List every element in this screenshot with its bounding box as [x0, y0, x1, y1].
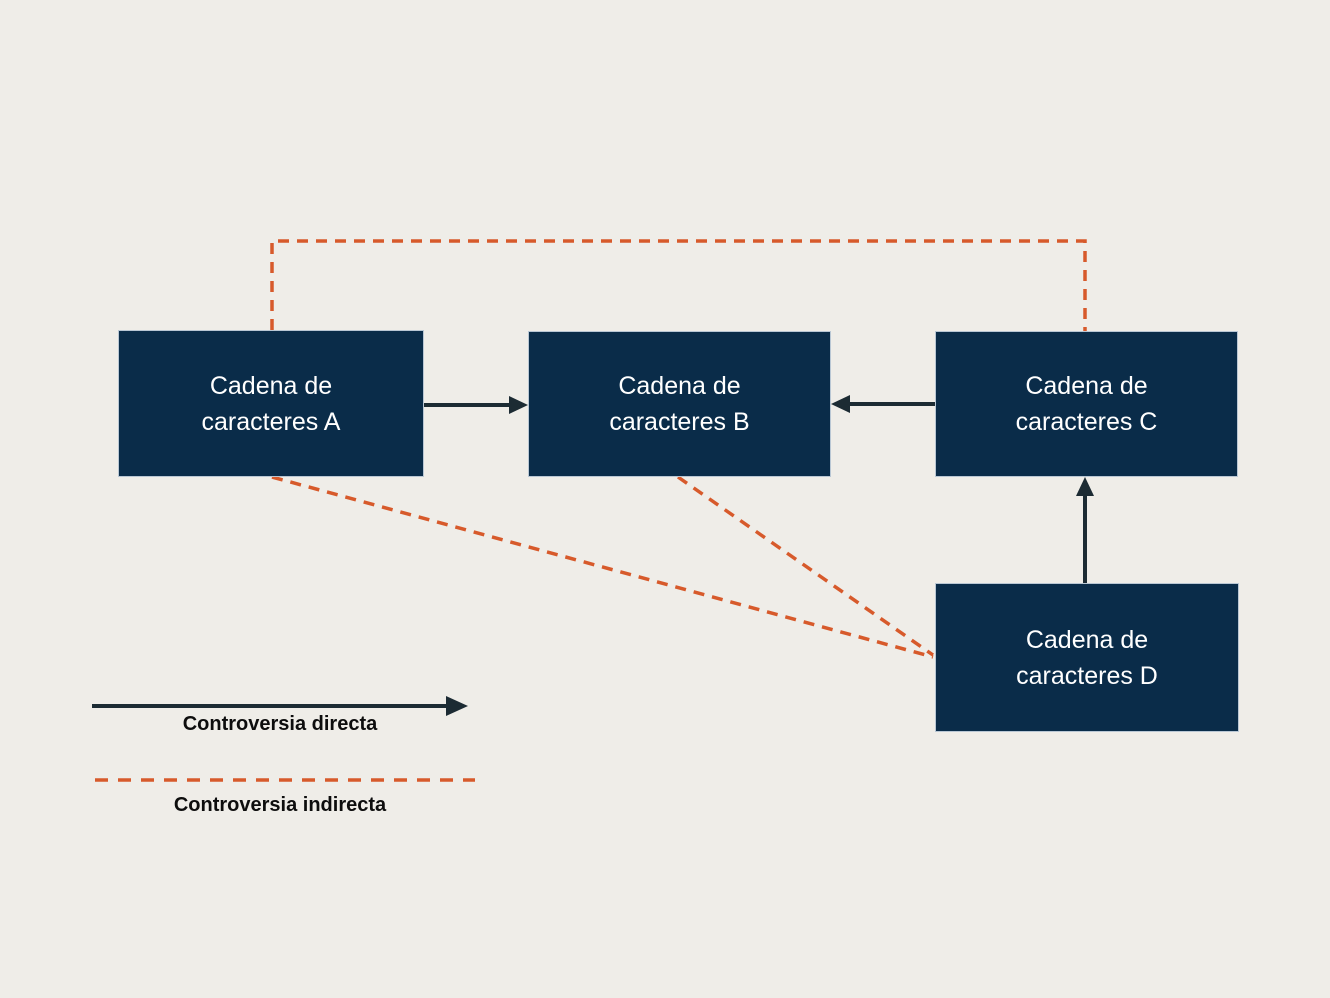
node-cadena-a: Cadena de caracteres A	[118, 330, 424, 477]
node-cadena-c-label: Cadena de caracteres C	[1015, 372, 1158, 436]
node-cadena-b: Cadena de caracteres B	[528, 331, 831, 477]
arrowhead-a-to-b-icon	[509, 396, 528, 414]
node-cadena-a-label: Cadena de caracteres A	[201, 371, 341, 436]
edge-a-to-d-indirect	[271, 475, 934, 659]
edge-b-to-d-indirect	[676, 475, 935, 657]
node-cadena-c: Cadena de caracteres C	[935, 331, 1238, 477]
arrowhead-d-to-c-icon	[1076, 477, 1094, 496]
arrowhead-c-to-b-icon	[831, 395, 850, 413]
node-cadena-b-label: Cadena de caracteres B	[609, 372, 750, 436]
node-cadena-d-label: Cadena de caracteres D	[1016, 625, 1158, 690]
legend-indirect-label: Controversia indirecta	[173, 794, 387, 816]
edge-a-to-c-indirect	[270, 239, 1087, 331]
node-cadena-d: Cadena de caracteres D	[935, 583, 1239, 732]
legend-direct-label: Controversia directa	[182, 713, 378, 735]
legend-direct-arrowhead-icon	[446, 696, 468, 716]
